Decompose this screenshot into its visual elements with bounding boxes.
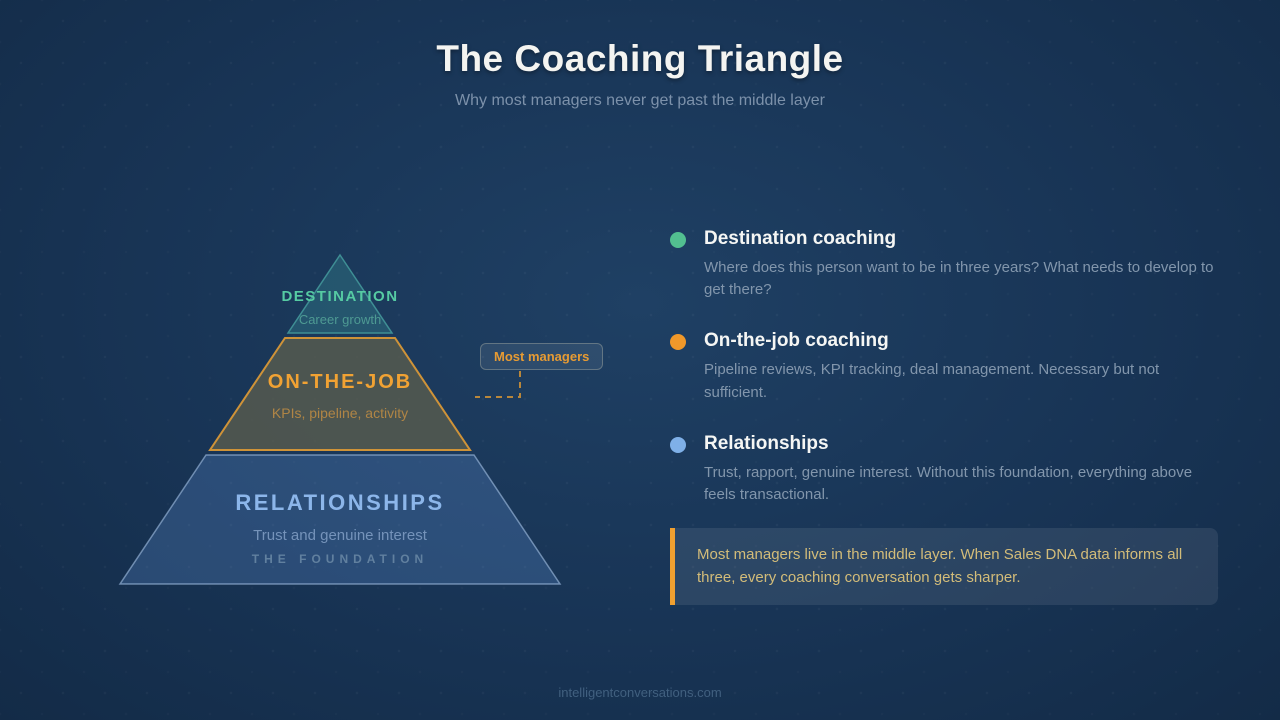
pyramid-sublabel-onthejob: KPIs, pipeline, activity xyxy=(271,405,409,421)
legend-item-destination: Destination coaching Where does this per… xyxy=(670,228,1222,301)
page-subtitle: Why most managers never get past the mid… xyxy=(455,92,825,109)
pyramid-layer-destination-shape xyxy=(286,253,394,334)
legend-title-destination: Destination coaching xyxy=(704,228,897,249)
legend-item-onthejob: On-the-job coaching Pipeline reviews, KP… xyxy=(670,330,1222,403)
legend-title-relationships: Relationships xyxy=(704,432,829,454)
callout-text: Most managers live in the middle layer. … xyxy=(697,546,1183,586)
footer-url: intelligentconversations.com xyxy=(558,685,722,700)
green-dot-icon xyxy=(670,232,686,248)
header: The Coaching Triangle Why most managers … xyxy=(0,38,1280,110)
legend: Destination coaching Where does this per… xyxy=(670,228,1222,535)
most-managers-label: Most managers xyxy=(480,343,604,370)
pyramid-shape xyxy=(118,253,562,585)
callout-box: Most managers live in the middle layer. … xyxy=(670,528,1218,605)
pyramid-diagram: DESTINATION Career growth ON-THE-JOB KPI… xyxy=(110,250,570,590)
page-title: The Coaching Triangle xyxy=(436,38,844,79)
legend-desc-relationships: Trust, rapport, genuine interest. Withou… xyxy=(704,463,1193,503)
legend-desc-destination: Where does this person want to be in thr… xyxy=(704,259,1214,299)
legend-desc-onthejob: Pipeline reviews, KPI tracking, deal man… xyxy=(704,361,1160,401)
orange-dot-icon xyxy=(670,334,686,351)
annotation-connector-line xyxy=(475,371,521,398)
blue-dot-icon xyxy=(670,436,686,453)
pyramid-label-relationships: RELATIONSHIPS xyxy=(235,490,445,515)
legend-title-onthejob: On-the-job coaching xyxy=(704,330,889,352)
pyramid-layer-onthejob-shape xyxy=(208,337,472,451)
pyramid-label-onthejob: ON-THE-JOB xyxy=(267,371,413,393)
pyramid-sublabel-destination: Career growth xyxy=(298,312,382,327)
pyramid-sublabel-relationships: Trust and genuine interest xyxy=(253,527,427,544)
legend-item-relationships: Relationships Trust, rapport, genuine in… xyxy=(670,433,1222,506)
pyramid-label-destination: DESTINATION xyxy=(281,288,399,305)
pyramid-layer-relationships-shape xyxy=(118,454,562,585)
pyramid-tag-foundation: THE FOUNDATION xyxy=(251,552,429,566)
